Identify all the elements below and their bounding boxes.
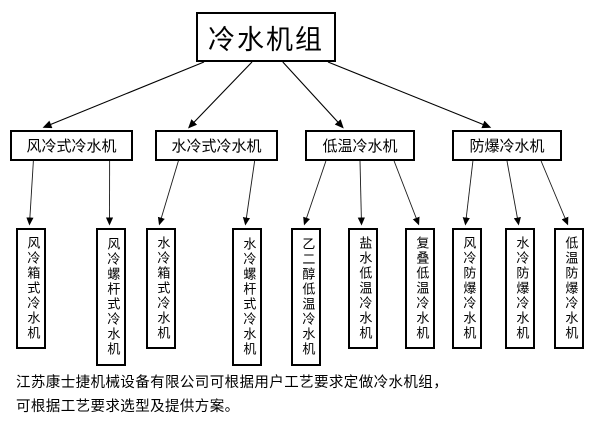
leaf-node-7[interactable]: 风冷防爆冷水机 [452,228,482,349]
leaf-node-label-0: 风冷箱式冷水机 [24,236,40,341]
footer-line-1: 江苏康士捷机械设备有限公司可根据用户工艺要求定做冷水机组， [16,375,449,391]
footer-note: 江苏康士捷机械设备有限公司可根据用户工艺要求定做冷水机组， 可根据工艺要求选型及… [16,372,591,420]
leaf-node-label-3: 水冷螺杆式冷水机 [240,237,256,357]
leaf-node-9[interactable]: 低温防爆冷水机 [554,228,584,349]
leaf-node-6[interactable]: 复叠低温冷水机 [405,228,435,349]
leaf-node-label-5: 盐水低温冷水机 [356,236,372,341]
edge-root-to-level2-3 [327,61,492,129]
edge-root-to-level2-2 [282,61,344,129]
leaf-node-label-1: 风冷螺杆式冷水机 [104,237,120,357]
edge-level2-3-to-leaf-9 [540,160,569,226]
leaf-node-2[interactable]: 水冷箱式冷水机 [146,228,176,349]
level2-node-1[interactable]: 水冷式冷水机 [155,130,278,161]
leaf-node-label-9: 低温防爆冷水机 [562,236,578,341]
leaf-node-0[interactable]: 风冷箱式冷水机 [16,228,46,349]
level2-node-0[interactable]: 风冷式冷水机 [10,130,133,161]
leaf-node-5[interactable]: 盐水低温冷水机 [348,228,378,349]
level2-node-2[interactable]: 低温冷水机 [305,130,415,161]
edge-level2-3-to-leaf-7 [462,160,474,226]
edge-level2-3-to-leaf-8 [506,160,521,226]
leaf-node-4[interactable]: 乙二醇低温冷水机 [291,228,321,366]
leaf-node-label-2: 水冷箱式冷水机 [154,236,170,341]
leaf-node-label-6: 复叠低温冷水机 [413,236,429,341]
edges-level2-to-leaves [26,160,569,226]
edge-level2-2-to-leaf-4 [303,160,327,226]
edge-level2-0-to-leaf-0 [26,160,34,226]
leaf-node-label-4: 乙二醇低温冷水机 [299,237,315,357]
root-node-chiller-unit[interactable]: 冷水机组 [196,12,336,62]
leaf-node-label-7: 风冷防爆冷水机 [460,236,476,341]
edges-root-to-level2 [42,61,492,129]
edge-level2-1-to-leaf-2 [157,160,179,226]
edge-level2-1-to-leaf-3 [242,160,256,226]
leaf-node-1[interactable]: 风冷螺杆式冷水机 [96,228,126,366]
edge-root-to-level2-1 [188,61,253,129]
edge-level2-2-to-leaf-6 [393,160,420,226]
footer-line-2: 可根据工艺要求选型及提供方案。 [16,398,240,415]
leaf-node-label-8: 水冷防爆冷水机 [513,236,529,341]
edge-root-to-level2-0 [42,61,205,129]
leaf-node-8[interactable]: 水冷防爆冷水机 [505,228,535,349]
leaf-node-3[interactable]: 水冷螺杆式冷水机 [232,228,262,366]
level2-node-3[interactable]: 防爆冷水机 [452,130,562,161]
edge-level2-2-to-leaf-5 [357,160,365,226]
